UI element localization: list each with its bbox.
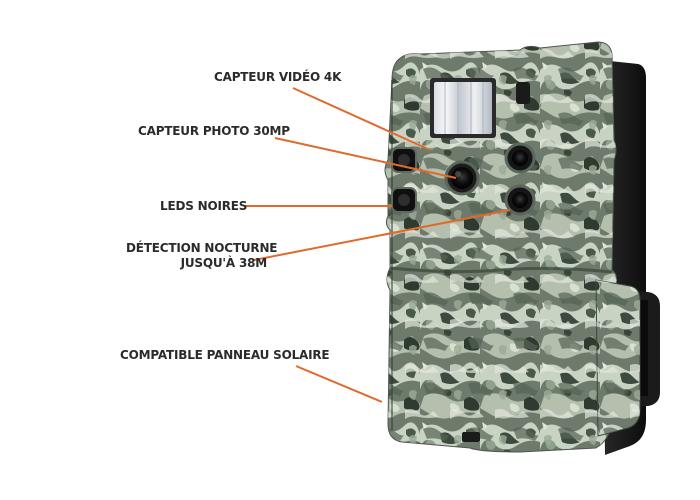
callout-line-video xyxy=(292,87,431,151)
light-sensor xyxy=(516,82,530,104)
callout-night-detection-line2: JUSQU'À 38M xyxy=(180,256,268,270)
ir-led-emitters xyxy=(504,142,536,216)
callout-line-photo xyxy=(274,137,457,179)
camera-lens xyxy=(444,160,480,196)
callout-black-leds: LEDS NOIRES xyxy=(160,199,248,213)
pir-motion-sensor xyxy=(430,78,496,138)
camera-body xyxy=(384,41,641,453)
callout-lines xyxy=(244,87,511,403)
callout-photo-sensor: CAPTEUR PHOTO 30MP xyxy=(138,124,290,138)
callout-video-sensor: CAPTEUR VIDÉO 4K xyxy=(214,70,342,84)
callout-night-detection-line1: DÉTECTION NOCTURNE xyxy=(126,241,278,255)
callout-line-solar xyxy=(295,365,383,403)
callout-night-detection: DÉTECTION NOCTURNE JUSQU'À 38M xyxy=(126,241,278,271)
callout-solar-panel: COMPATIBLE PANNEAU SOLAIRE xyxy=(120,348,330,362)
side-led-windows xyxy=(391,147,417,213)
callout-line-night xyxy=(253,209,511,261)
